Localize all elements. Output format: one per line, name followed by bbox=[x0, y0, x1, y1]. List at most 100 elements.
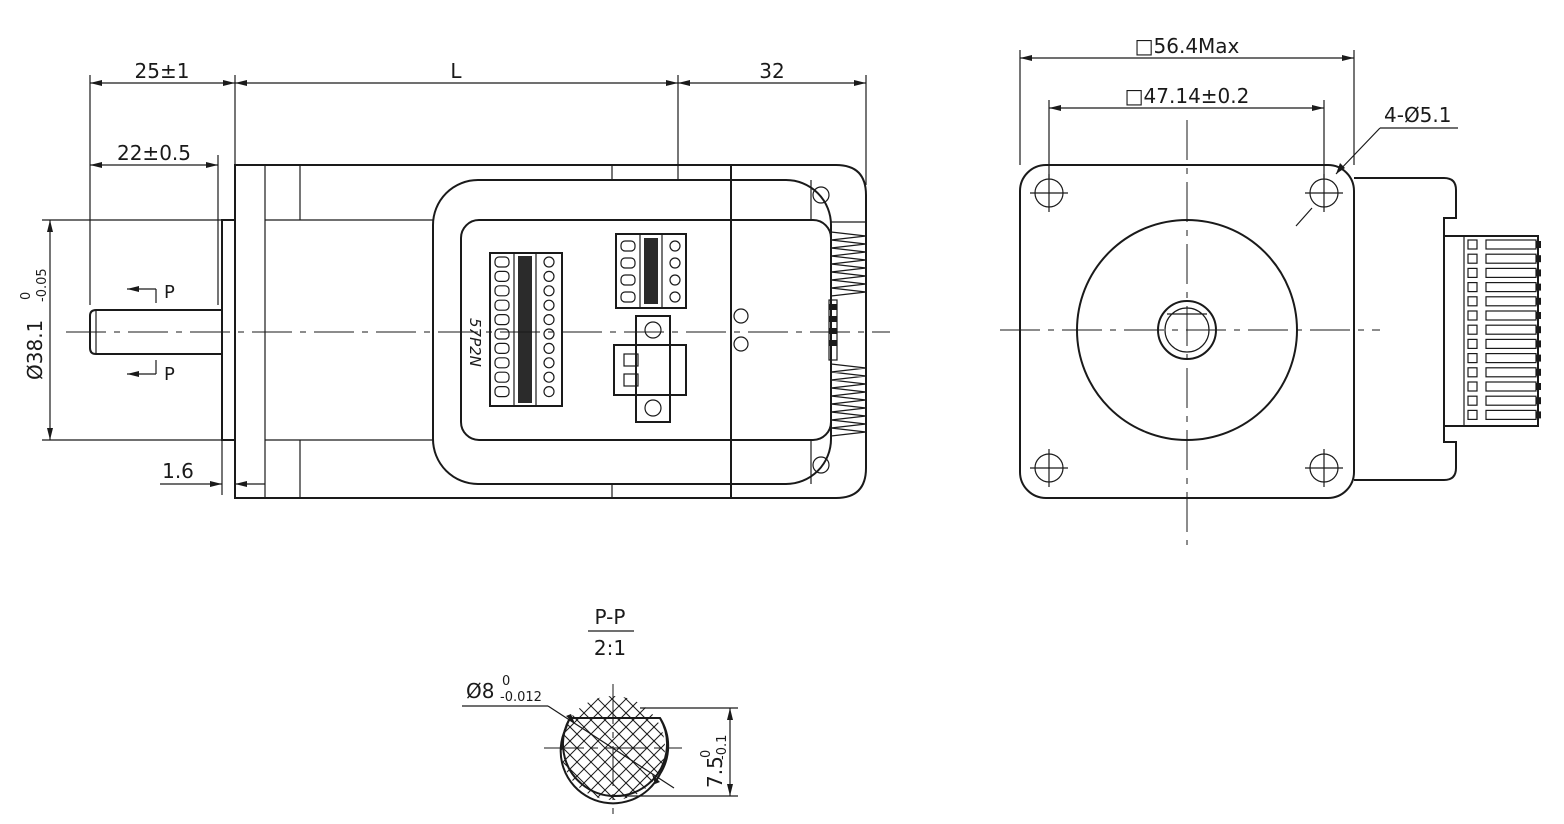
terminal-pin bbox=[620, 257, 636, 269]
flange-pilot bbox=[221, 219, 236, 441]
connector-tip bbox=[1536, 397, 1541, 405]
terminal-screw bbox=[543, 357, 555, 369]
terminal-pin bbox=[494, 256, 510, 268]
connector-tip bbox=[1536, 283, 1541, 291]
section-shaft-tol-lower: -0.012 bbox=[500, 690, 542, 705]
connector-slot bbox=[1485, 395, 1537, 406]
connector-tip bbox=[1536, 326, 1541, 334]
connector-slot bbox=[1485, 324, 1537, 335]
section-flat-dimension bbox=[613, 707, 738, 797]
connector-tip bbox=[1536, 354, 1541, 362]
connector-slot bbox=[1485, 338, 1537, 349]
terminal-screw bbox=[669, 291, 681, 303]
section-shaft-diameter: Ø8 bbox=[466, 679, 494, 703]
hole-spacing-dim: □47.14±0.2 bbox=[1125, 84, 1250, 108]
connector-slot bbox=[1485, 282, 1537, 293]
terminal-pin bbox=[494, 371, 510, 383]
heat-sink-fins bbox=[828, 221, 867, 437]
connector-pin bbox=[1467, 381, 1478, 392]
terminal-pin bbox=[494, 328, 510, 340]
section-label-top: P bbox=[164, 282, 175, 303]
connector-pin bbox=[1467, 409, 1478, 420]
driver-side-housing bbox=[1354, 177, 1457, 481]
terminal-block-small bbox=[615, 233, 687, 309]
connector-slot bbox=[1485, 296, 1537, 307]
terminal-screw bbox=[543, 314, 555, 326]
housing-screw-top bbox=[812, 186, 830, 204]
pilot-diameter-dim: Ø38.1 bbox=[23, 320, 47, 380]
connector-slot bbox=[1485, 381, 1537, 392]
frame-size-dim: □56.4Max bbox=[1135, 34, 1240, 58]
pilot-diameter-tol-upper: 0 bbox=[19, 292, 34, 300]
connector-slot bbox=[1485, 353, 1537, 364]
section-diameter-leader bbox=[462, 705, 675, 789]
section-view: P-P 2:1 Ø8 0 -0.012 bbox=[462, 605, 738, 814]
section-flat-tol-upper: 0 bbox=[699, 750, 714, 758]
section-mark-top bbox=[127, 286, 157, 303]
front-view: □56.4Max □47.14±0.2 4-Ø5.1 bbox=[1000, 34, 1541, 545]
driver-housing bbox=[731, 164, 867, 499]
terminal-screw bbox=[669, 274, 681, 286]
terminal-pin bbox=[494, 299, 510, 311]
connector-pin bbox=[1467, 296, 1478, 307]
body-length-dim: L bbox=[450, 59, 462, 83]
indicator-led-2 bbox=[733, 336, 749, 352]
section-scale: 2:1 bbox=[594, 636, 626, 660]
terminal-pin bbox=[494, 270, 510, 282]
connector-tip bbox=[1536, 340, 1541, 348]
connector-pin bbox=[1467, 338, 1478, 349]
connector-pin bbox=[1467, 395, 1478, 406]
section-label-bottom: P bbox=[164, 364, 175, 385]
terminal-screw bbox=[543, 342, 555, 354]
power-connector bbox=[613, 315, 687, 423]
mount-holes-dim: 4-Ø5.1 bbox=[1384, 103, 1452, 127]
terminal-pin bbox=[620, 291, 636, 303]
terminal-screw bbox=[543, 328, 555, 340]
indicator-led-1 bbox=[733, 308, 749, 324]
terminal-screw bbox=[543, 386, 555, 398]
pilot-diameter-dimension bbox=[42, 219, 222, 441]
connector-pin bbox=[1467, 253, 1478, 264]
connector-length-dim: 32 bbox=[759, 59, 784, 83]
terminal-screw bbox=[669, 257, 681, 269]
connector-tip bbox=[1536, 383, 1541, 390]
section-flat-dim: 7.5 bbox=[703, 756, 727, 788]
connector-pin bbox=[1467, 239, 1478, 250]
side-view: 25±1 L 32 22±0.5 Ø38.1 0 -0.05 bbox=[19, 59, 890, 499]
terminal-screw bbox=[669, 240, 681, 252]
connector-slot bbox=[1485, 239, 1537, 250]
connector-pin bbox=[1467, 282, 1478, 293]
connector-tip bbox=[1536, 312, 1541, 319]
connector-pin bbox=[1467, 267, 1478, 278]
connector-pin bbox=[1467, 310, 1478, 321]
connector-slot bbox=[1485, 409, 1537, 420]
connector-tip bbox=[1536, 241, 1541, 248]
connector-slot bbox=[1485, 253, 1537, 264]
connector-pin bbox=[1467, 353, 1478, 364]
section-flat-tol-lower: -0.1 bbox=[715, 735, 730, 760]
side-connector bbox=[1443, 235, 1541, 427]
connector-slot bbox=[1485, 367, 1537, 378]
flat-length-dimension bbox=[90, 155, 219, 305]
flange-thickness-dim: 1.6 bbox=[162, 459, 194, 483]
driver-model-label: 57P2N bbox=[466, 318, 484, 367]
shaft-length-dim: 25±1 bbox=[135, 59, 190, 83]
connector-slot bbox=[1485, 310, 1537, 321]
terminal-screw bbox=[543, 285, 555, 297]
section-title: P-P bbox=[595, 605, 626, 629]
connector-pin bbox=[1467, 367, 1478, 378]
connector-tip bbox=[1536, 297, 1541, 305]
housing-screw-bottom bbox=[812, 456, 830, 474]
terminal-pin bbox=[620, 240, 636, 252]
flange-thickness-dimension bbox=[160, 440, 265, 495]
terminal-pin bbox=[620, 274, 636, 286]
mount-hole-leader bbox=[1295, 127, 1458, 227]
connector-tip bbox=[1536, 368, 1541, 376]
terminal-pin bbox=[494, 342, 510, 354]
section-mark-bottom bbox=[127, 360, 157, 377]
top-dimension-line bbox=[89, 75, 867, 305]
terminal-pin bbox=[494, 386, 510, 398]
terminal-pin bbox=[494, 285, 510, 297]
terminal-screw bbox=[543, 270, 555, 282]
